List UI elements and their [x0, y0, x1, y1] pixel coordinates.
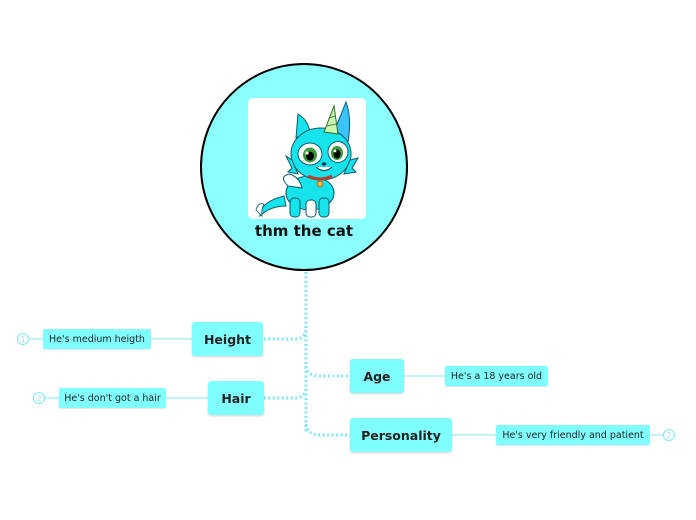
note-badge-hair[interactable]: 2 [33, 392, 45, 404]
topic-age[interactable]: Age [350, 359, 404, 393]
cat-illustration [255, 100, 360, 218]
note-badge-personality[interactable]: 2 [663, 429, 675, 441]
note-badge-height[interactable]: 1 [17, 333, 29, 345]
detail-height[interactable]: He's medium heigth [43, 329, 151, 349]
topic-hair[interactable]: Hair [208, 381, 264, 415]
cat-picture [248, 98, 366, 219]
detail-age[interactable]: He's a 18 years old [445, 366, 548, 386]
topic-height[interactable]: Height [192, 322, 263, 356]
topic-personality[interactable]: Personality [350, 418, 452, 452]
central-title: thm the cat [254, 222, 354, 240]
detail-hair[interactable]: He's don't got a hair [59, 388, 166, 408]
detail-personality[interactable]: He's very friendly and patient [496, 425, 650, 445]
central-topic[interactable]: thm the cat [200, 63, 408, 271]
